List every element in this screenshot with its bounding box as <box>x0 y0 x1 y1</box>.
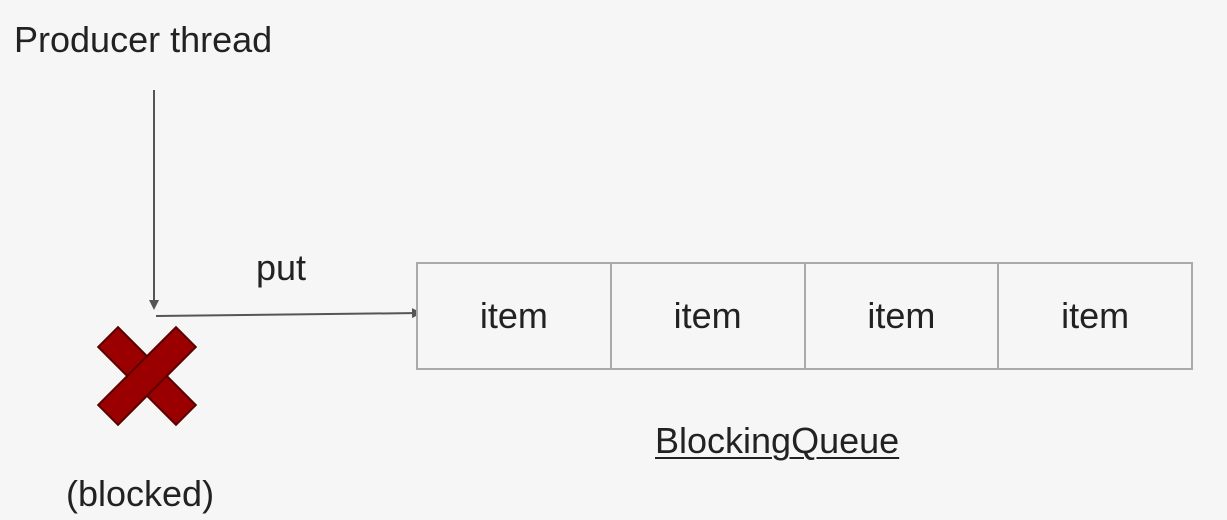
blocked-status-label: (blocked) <box>66 473 215 514</box>
queue-item: item <box>806 264 1000 368</box>
producer-thread-label: Producer thread <box>14 19 273 60</box>
queue-item: item <box>1061 295 1130 336</box>
put-arrow <box>155 308 422 319</box>
blocked-x-mark-icon <box>96 325 198 427</box>
queue-item: item <box>612 264 806 368</box>
queue-item: item <box>418 264 612 368</box>
blocking-queue-label: BlockingQueue <box>655 420 900 461</box>
blocking-queue: item item item item <box>416 262 1193 370</box>
put-operation-label: put <box>256 247 307 288</box>
